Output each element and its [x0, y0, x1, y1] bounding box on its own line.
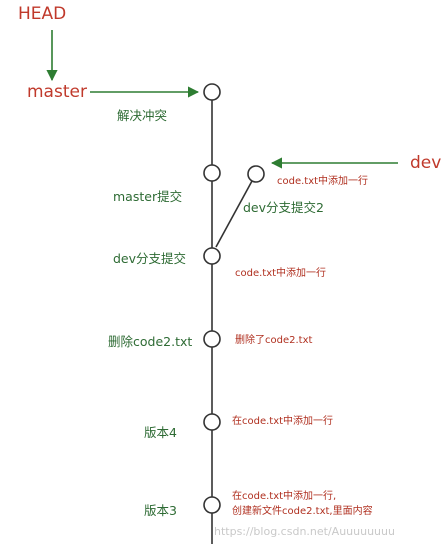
- dev-pointer-label: dev: [410, 153, 442, 173]
- head-label: HEAD: [18, 4, 67, 24]
- commit-node-version3: [203, 496, 221, 514]
- master-pointer-label: master: [27, 82, 87, 102]
- dev-branch-line: [215, 180, 253, 248]
- commit-node-dev-commit: [203, 247, 221, 265]
- commit-node-resolve-conflict: [203, 83, 221, 101]
- commit-label-resolve-conflict: 解决冲突: [117, 108, 168, 123]
- note-version4: 在code.txt中添加一行: [232, 416, 334, 427]
- commit-label-version3: 版本3: [144, 503, 177, 518]
- commit-label-master-commit: master提交: [113, 189, 183, 204]
- commit-label-delete-code2: 删除code2.txt: [108, 334, 193, 349]
- commit-node-master-commit: [203, 164, 221, 182]
- commit-node-dev-commit2: [247, 165, 265, 183]
- note-delete-code2: 删除了code2.txt: [235, 335, 313, 346]
- note-version3-line2: 创建新文件code2.txt,里面内容: [232, 506, 373, 517]
- commit-label-dev-commit2: dev分支提交2: [243, 200, 324, 215]
- note-version3-line1: 在code.txt中添加一行,: [232, 491, 337, 502]
- note-dev-commit: code.txt中添加一行: [235, 268, 327, 279]
- commit-node-version4: [203, 413, 221, 431]
- commit-label-version4: 版本4: [144, 425, 177, 440]
- note-dev-commit2: code.txt中添加一行: [277, 176, 369, 187]
- watermark: https://blog.csdn.net/Auuuuuuuu: [214, 525, 395, 538]
- commit-node-delete-code2: [203, 330, 221, 348]
- commit-label-dev-commit: dev分支提交: [113, 251, 187, 266]
